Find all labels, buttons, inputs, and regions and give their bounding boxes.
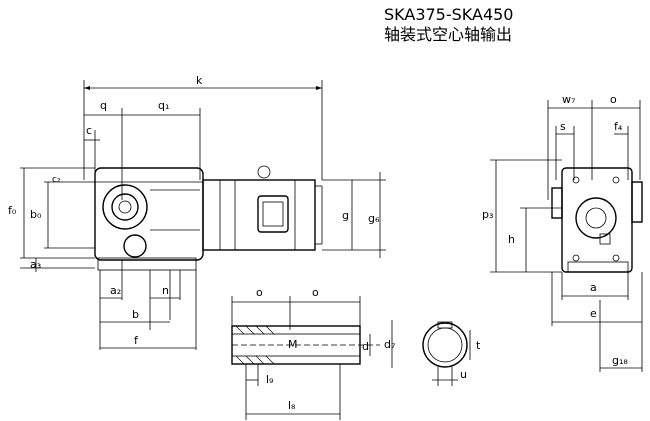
label-t: t [476, 339, 481, 352]
label-g6: g₆ [368, 212, 380, 225]
end-view: w₇ o s f₄ p₃ h a e [482, 93, 643, 372]
hollow-shaft-view: o o M d d₇ l₉ l₈ [231, 286, 395, 420]
label-f: f [134, 334, 139, 347]
label-f4: f₄ [614, 120, 623, 133]
label-c: c [86, 124, 92, 137]
label-u: u [460, 368, 467, 381]
label-n: n [162, 284, 169, 297]
shaft-cross-section: t u [422, 321, 481, 386]
label-b0: b₀ [30, 208, 42, 221]
label-p3: p₃ [482, 208, 493, 221]
label-q1: q₁ [158, 99, 169, 112]
label-w7: w₇ [562, 93, 575, 106]
label-k: k [196, 74, 203, 87]
label-e: e [590, 307, 597, 320]
label-d: d [362, 340, 369, 353]
label-g18: g₁₈ [612, 354, 628, 367]
title-description: 轴装式空心轴输出 [384, 25, 512, 44]
label-o-right: o [610, 93, 617, 106]
label-s: s [560, 120, 566, 133]
label-a2: a₂ [110, 284, 121, 297]
label-l8: l₈ [288, 399, 296, 412]
title-model: SKA375-SKA450 [384, 5, 513, 24]
label-h: h [508, 233, 515, 246]
label-o-shaft-right: o [312, 286, 319, 299]
label-d7: d₇ [384, 338, 395, 351]
label-a: a [590, 281, 597, 294]
label-small: c₂ [52, 175, 61, 185]
side-view: k q q₁ c g [8, 74, 386, 350]
label-M: M [288, 338, 298, 351]
label-a3: a₃ [30, 258, 41, 271]
label-o-shaft-left: o [256, 286, 263, 299]
label-l9: l₉ [266, 373, 273, 386]
label-b: b [132, 308, 139, 321]
label-q: q [100, 99, 107, 112]
label-g: g [342, 209, 349, 222]
label-f0: f₀ [8, 204, 17, 217]
